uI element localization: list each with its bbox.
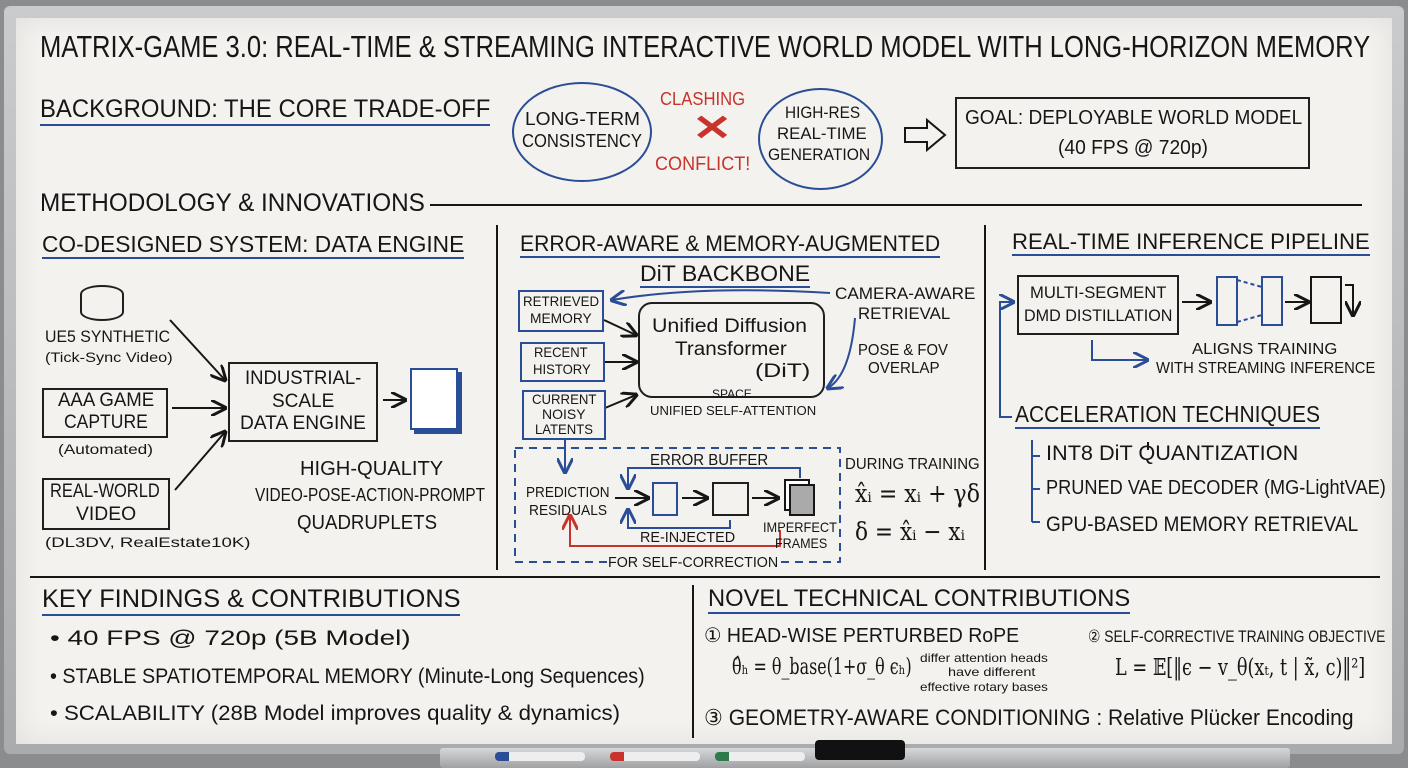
camera-text-1: CAMERA-AWARE — [835, 284, 976, 303]
red-marker[interactable] — [610, 752, 700, 761]
camera-text-2: RETRIEVAL — [858, 304, 951, 323]
dit-heading-2: DiT BACKBONE — [640, 261, 811, 289]
dmd-text-2: DMD DISTILLATION — [1024, 306, 1173, 325]
dit-heading-1: ERROR-AWARE & MEMORY-AUGMENTED — [520, 231, 941, 259]
reinjected-label: RE-INJECTED — [640, 529, 736, 546]
pose-text-1: POSE & FOV — [858, 342, 948, 359]
realtime-ellipse — [758, 88, 883, 190]
realtime-text-3: GENERATION — [768, 145, 871, 164]
dmd-text-1: MULTI-SEGMENT — [1030, 283, 1167, 302]
goal-text: GOAL: DEPLOYABLE WORLD MODEL — [965, 107, 1303, 129]
board-title: MATRIX-GAME 3.0: REAL-TIME & STREAMING I… — [40, 29, 1371, 64]
residuals-text-1: PREDICTION — [526, 484, 610, 501]
contribution-2: ② SELF-CORRECTIVE TRAINING OBJECTIVE — [1088, 627, 1386, 646]
inference-heading: REAL-TIME INFERENCE PIPELINE — [1012, 229, 1370, 257]
noisy-text-1: CURRENT — [532, 391, 597, 407]
ue5-sub: (Tick-Sync Video) — [45, 349, 173, 365]
finding-3: • SCALABILITY (28B Model improves qualit… — [50, 702, 621, 725]
real-text-1: REAL-WORLD — [50, 481, 160, 502]
c1-note-2: have different — [948, 665, 1036, 679]
consistency-text-2: CONSISTENCY — [522, 131, 643, 151]
output-text-3: QUADRUPLETS — [297, 512, 438, 534]
realtime-text-2: REAL-TIME — [777, 124, 867, 143]
imperfect-text-2: FRAMES — [775, 535, 828, 551]
consistency-ellipse — [512, 82, 652, 182]
accel-item-2: PRUNED VAE DECODER (MG-LightVAE) — [1046, 477, 1386, 499]
aaa-sub: (Automated) — [58, 441, 154, 457]
dit-core-text-1: Unified Diffusion — [652, 316, 808, 337]
noisy-latents-box — [522, 390, 606, 440]
real-world-box — [42, 478, 170, 530]
training-equation-1: x̂ᵢ = xᵢ + γδ — [855, 479, 980, 508]
dit-core-text-2: Transformer — [675, 339, 787, 360]
drift-trajectory-icon — [712, 482, 749, 516]
novel-heading: NOVEL TECHNICAL CONTRIBUTIONS — [708, 585, 1131, 615]
realtime-text-1: HIGH-RES — [785, 103, 861, 122]
accel-item-1: INT8 DiT QUANTIZATION — [1046, 442, 1299, 465]
noisy-text-2: NOISY — [542, 406, 586, 422]
retrieved-memory-box — [518, 290, 604, 332]
background-heading: BACKGROUND: THE CORE TRADE-OFF — [40, 95, 491, 126]
retrieved-text-2: MEMORY — [530, 310, 592, 326]
finding-2: • STABLE SPATIOTEMPORAL MEMORY (Minute-L… — [50, 665, 645, 688]
noisy-text-3: LATENTS — [535, 421, 593, 437]
contribution-1-equation: θ̂ₕ = θ_base(1+σ_θ ϵₕ) — [732, 655, 912, 680]
engine-text-3: DATA ENGINE — [240, 413, 366, 434]
c1-note-3: effective rotary bases — [920, 680, 1048, 694]
findings-heading: KEY FINDINGS & CONTRIBUTIONS — [42, 585, 461, 616]
engine-text-2: SCALE — [272, 391, 335, 412]
contribution-1: ① HEAD-WISE PERTURBED RoPE — [704, 625, 1020, 647]
trajectory-icon — [652, 482, 678, 516]
ue5-label: UE5 SYNTHETIC — [45, 327, 171, 346]
goal-fps: (40 FPS @ 720p) — [1058, 137, 1208, 159]
goal-box — [955, 97, 1310, 169]
green-marker[interactable] — [715, 752, 805, 761]
dit-core-sub-1: SPACE — [712, 387, 752, 401]
recent-text-1: RECENT — [534, 344, 588, 360]
video-stack-icon — [410, 368, 458, 430]
aaa-text-1: AAA GAME — [58, 390, 155, 411]
dit-core-text-3: (DiT) — [755, 361, 811, 382]
acceleration-heading: ACCELERATION TECHNIQUES — [1015, 401, 1320, 430]
real-sub: (DL3DV, RealEstate10K) — [45, 534, 251, 550]
during-training-label: DURING TRAINING — [845, 456, 980, 473]
methodology-heading: METHODOLOGY & INNOVATIONS — [40, 189, 425, 217]
recent-text-2: HISTORY — [533, 361, 591, 377]
training-equation-2: δ = x̂ᵢ − xᵢ — [855, 517, 965, 546]
finding-1: • 40 FPS @ 720p (5B Model) — [50, 627, 411, 650]
clashing-label: CLASHING — [660, 89, 746, 109]
recent-history-box — [520, 342, 605, 382]
dmd-box — [1017, 275, 1179, 335]
aaa-text-2: CAPTURE — [64, 412, 148, 433]
contribution-2-equation: L = 𝔼[‖ϵ − v_θ(xₜ, t | x̃, c)‖²] — [1115, 655, 1366, 681]
data-engine-box — [228, 362, 378, 442]
error-buffer-label: ERROR BUFFER — [650, 452, 769, 469]
ue5-cylinder-icon — [80, 285, 124, 321]
conflict-x-icon: ✕ — [692, 107, 733, 148]
contribution-3: ③ GEOMETRY-AWARE CONDITIONING : Relative… — [704, 705, 1354, 730]
engine-text-1: INDUSTRIAL- — [245, 368, 362, 389]
accel-item-3: GPU-BASED MEMORY RETRIEVAL — [1046, 513, 1359, 536]
imperfect-text-1: IMPERFECT — [763, 519, 837, 535]
aaa-box — [42, 388, 168, 438]
self-correction-label: FOR SELF-CORRECTION — [608, 554, 779, 572]
c1-note-1: differ attention heads — [920, 651, 1048, 665]
conflict-label: CONFLICT! — [655, 154, 751, 175]
dit-core-box — [638, 302, 825, 398]
aligns-text-2: WITH STREAMING INFERENCE — [1156, 360, 1376, 377]
data-engine-heading: CO-DESIGNED SYSTEM: DATA ENGINE — [42, 231, 465, 260]
whiteboard — [16, 18, 1392, 744]
dit-core-sub-2: UNIFIED SELF-ATTENTION — [650, 403, 817, 418]
blue-marker[interactable] — [495, 752, 585, 761]
output-text-2: VIDEO-POSE-ACTION-PROMPT — [255, 485, 486, 505]
aligns-text-1: ALIGNS TRAINING — [1192, 341, 1338, 358]
output-text-1: HIGH-QUALITY — [300, 458, 444, 480]
eraser[interactable] — [815, 740, 905, 760]
consistency-text-1: LONG-TERM — [525, 109, 640, 129]
real-text-2: VIDEO — [76, 504, 137, 525]
retrieved-text-1: RETRIEVED — [523, 293, 600, 309]
residuals-text-2: RESIDUALS — [529, 502, 608, 519]
pose-text-2: OVERLAP — [868, 360, 940, 377]
